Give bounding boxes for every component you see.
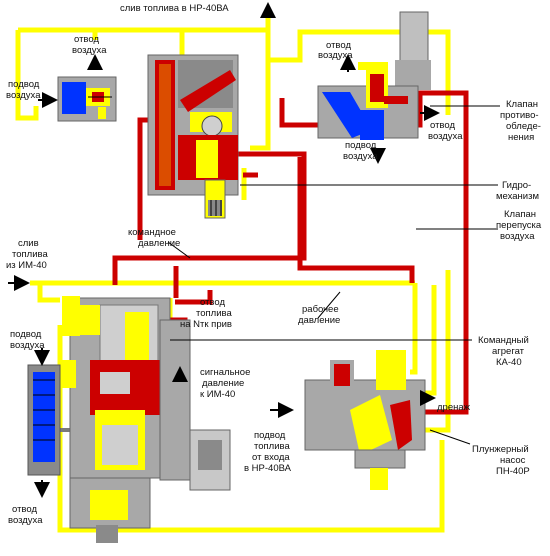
label-command-pressure-2: давление: [138, 238, 180, 249]
leader-lines: [167, 105, 500, 445]
label-valve-bypass-1: Клапан: [504, 209, 536, 220]
label-air-out-right2-1: отвод: [430, 120, 455, 131]
label-signal-pressure-3: к ИМ-40: [200, 389, 235, 400]
label-air-in-right-1: подвод: [345, 140, 377, 151]
label-air-in-right-2: воздуха: [343, 151, 378, 162]
label-drain: дренаж: [437, 402, 471, 413]
label-fuel-input-2: топлива: [254, 441, 290, 452]
label-nt-drive-3: на Nтк прив: [180, 319, 232, 330]
label-work-pressure-2: давление: [298, 315, 340, 326]
label-air-out-lower-1: отвод: [12, 504, 37, 515]
label-drain-im40-3: из ИМ-40: [6, 260, 47, 271]
label-valve-bypass-3: воздуха: [500, 231, 535, 242]
label-air-in-left-2: воздуха: [6, 90, 41, 101]
label-nt-drive-2: топлива: [196, 308, 232, 319]
label-valve-anti-icing-3: обледе-: [506, 121, 541, 132]
hydro-mechanism: [147, 54, 239, 219]
label-command-unit-2: агрегат: [492, 346, 525, 357]
label-command-unit-3: КА-40: [496, 357, 522, 368]
label-valve-anti-icing-4: нения: [508, 132, 534, 143]
label-fuel-input-4: в НР-40ВА: [244, 463, 292, 474]
air-cylinder-left: [27, 364, 61, 476]
labels: слив топлива в НР-40ВА отвод воздуха под…: [6, 3, 542, 526]
command-unit: [58, 296, 231, 543]
label-work-pressure-1: рабочее: [302, 304, 339, 315]
label-hydro-2: механизм: [496, 191, 539, 202]
label-air-out-right2-2: воздуха: [428, 131, 463, 142]
label-command-unit-1: Командный: [478, 335, 529, 346]
label-air-in-lower-2: воздуха: [10, 340, 45, 351]
anti-icing-valve: [317, 11, 431, 140]
label-pump-1: Плунжерный: [472, 444, 529, 455]
plunger-pump: [304, 350, 426, 490]
label-nt-drive-1: отвод: [200, 297, 225, 308]
label-valve-anti-icing-2: противо-: [500, 110, 539, 121]
label-valve-bypass-2: перепуска: [496, 220, 542, 231]
label-air-out-left-2: воздуха: [72, 45, 107, 56]
label-pump-3: ПН-40Р: [496, 466, 530, 477]
label-signal-pressure-2: давление: [202, 378, 244, 389]
label-air-out-right-1: отвод: [326, 40, 351, 51]
label-air-out-left-1: отвод: [74, 34, 99, 45]
label-drain-im40-1: слив: [18, 238, 39, 249]
label-signal-pressure-1: сигнальное: [200, 367, 250, 378]
label-valve-anti-icing-1: Клапан: [506, 99, 538, 110]
label-drain-im40-2: топлива: [12, 249, 48, 260]
label-hydro-1: Гидро-: [502, 180, 531, 191]
label-command-pressure-1: командное: [128, 227, 176, 238]
flow-arrows: [8, 2, 440, 498]
label-drain-top: слив топлива в НР-40ВА: [120, 3, 229, 14]
label-pump-2: насос: [500, 455, 526, 466]
label-air-out-lower-2: воздуха: [8, 515, 43, 526]
label-fuel-input-1: подвод: [254, 430, 286, 441]
label-air-in-lower-1: подвод: [10, 329, 42, 340]
label-air-in-left-1: подвод: [8, 79, 40, 90]
label-air-out-right-2: воздуха: [318, 50, 353, 61]
label-fuel-input-3: от входа: [252, 452, 290, 463]
air-inlet-unit-left: [57, 76, 117, 122]
